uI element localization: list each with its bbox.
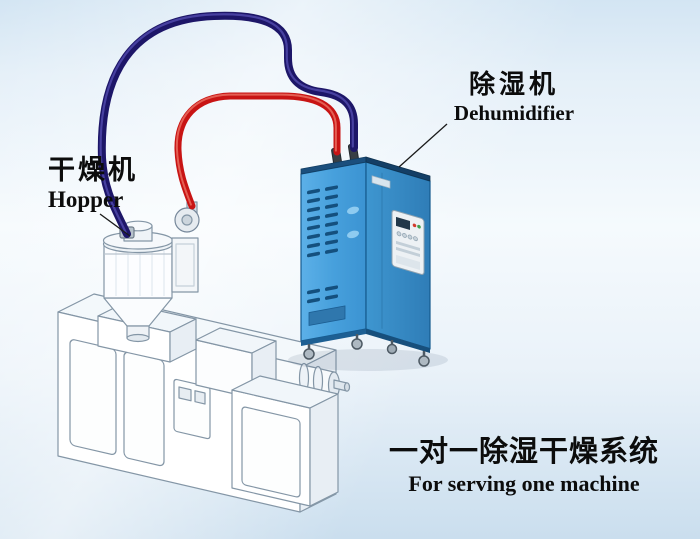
caster-wheels	[303, 334, 430, 367]
hopper-label: 干燥机 Hopper	[48, 153, 138, 213]
caster-wheel-2	[351, 338, 363, 350]
hopper-label-en: Hopper	[48, 187, 124, 212]
cabinet-side-details	[371, 172, 425, 329]
pointer-lines	[99, 123, 448, 237]
end-box-side	[309, 393, 339, 507]
extruder-machine	[57, 293, 351, 513]
cabinet-oval-badge-1	[347, 206, 359, 215]
return-hose-highlight	[99, 13, 354, 234]
end-box-door	[241, 406, 301, 498]
dehumidifier-pointer-line	[398, 123, 448, 168]
brand-sticker	[371, 175, 391, 189]
loader-frame-inner	[175, 243, 195, 287]
cabinet-vent-grid	[307, 185, 359, 326]
panel-label-plate	[396, 254, 420, 270]
hopper-dryer	[102, 201, 200, 343]
extruder-end-box	[231, 375, 339, 507]
caster-wheel-4	[418, 355, 430, 367]
led-indicator-red	[412, 223, 417, 228]
hopper-pointer-line	[99, 213, 131, 237]
extruder-barrel	[263, 355, 351, 399]
led-indicator-green	[417, 224, 421, 229]
hopper-neck-bottom	[126, 333, 150, 343]
return-hose	[97, 11, 358, 238]
machine-door-second	[123, 351, 165, 467]
system-title-en: For serving one machine	[408, 471, 640, 496]
system-title: 一对一除湿干燥系统 For serving one machine	[376, 434, 672, 497]
hopper-body-shading	[115, 246, 165, 296]
panel-bar-2	[396, 246, 420, 257]
barrel-nozzle-tip	[343, 382, 351, 392]
machine-mid-window-1	[178, 386, 192, 402]
dehumidifier-label-zh: 除湿机	[468, 69, 559, 99]
cabinet-top-lip-side	[365, 156, 431, 182]
control-display	[396, 216, 410, 231]
supply-hose-highlight	[175, 93, 337, 206]
dehumidifier-label-en: Dehumidifier	[453, 101, 575, 125]
system-title-zh: 一对一除湿干燥系统	[388, 436, 659, 468]
cabinet-bottom-plate	[308, 305, 346, 326]
panel-bar-1	[396, 240, 420, 251]
panel-button-3	[407, 234, 413, 240]
dehumidifier-label: 除湿机 Dehumidifier	[441, 68, 587, 126]
dehumidifier-cabinet	[288, 143, 448, 371]
blower-hub	[181, 214, 193, 226]
panel-button-1	[396, 231, 402, 237]
cabinet-oval-badge-2	[347, 230, 359, 239]
machine-door-left	[69, 339, 117, 456]
hoses	[97, 11, 358, 238]
platform-side	[169, 318, 197, 363]
cabinet-base-strip-side	[366, 329, 430, 353]
cabinet-base-strip-front	[301, 329, 366, 346]
caster-wheel-3	[386, 343, 398, 355]
machine-front-doors	[69, 339, 211, 467]
cabinet-shadow	[288, 349, 448, 371]
machine-mid-window-2	[194, 390, 206, 405]
panel-button-4	[413, 236, 418, 242]
panel-button-2	[402, 232, 407, 238]
caster-wheel-1	[303, 348, 315, 360]
hopper-label-zh: 干燥机	[48, 155, 138, 185]
